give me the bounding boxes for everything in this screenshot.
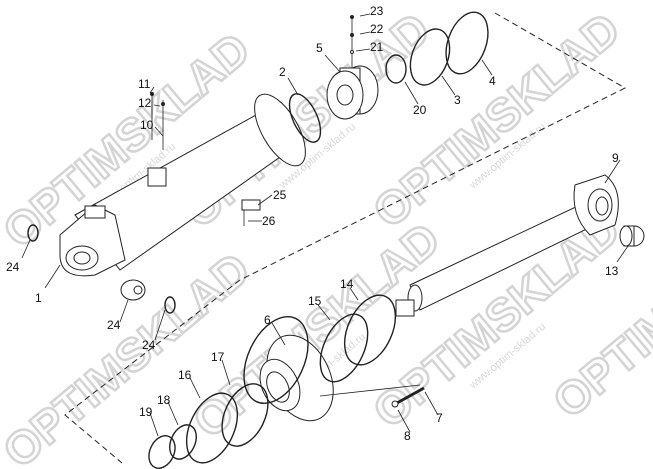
label-21: 21 — [370, 40, 384, 54]
label-14: 14 — [340, 277, 354, 291]
o-ring — [288, 93, 322, 143]
label-23: 23 — [370, 4, 384, 18]
leader-lines — [21, 13, 629, 437]
label-20: 20 — [413, 103, 427, 117]
rod-seal — [319, 313, 369, 383]
seal-ring — [169, 424, 197, 460]
bushing — [120, 279, 146, 301]
label-11: 11 — [138, 77, 151, 91]
o-ring — [343, 294, 397, 366]
label-12: 12 — [138, 96, 152, 110]
label-8: 8 — [404, 429, 411, 443]
piston-seal — [445, 11, 489, 75]
label-24b: 24 — [142, 338, 156, 352]
label-19: 19 — [139, 405, 153, 419]
retaining-ring — [148, 435, 176, 469]
wiper-seal — [185, 392, 239, 464]
gland-seal — [243, 315, 309, 405]
label-2: 2 — [279, 65, 286, 79]
label-6: 6 — [264, 313, 271, 327]
label-27: 26 — [262, 214, 276, 228]
label-13: 13 — [605, 264, 619, 278]
label-22: 22 — [370, 22, 384, 36]
snap-ring — [27, 224, 39, 242]
label-5: 5 — [316, 41, 323, 55]
cylinder-barrel — [59, 93, 306, 277]
backup-ring — [221, 383, 269, 447]
label-10: 10 — [140, 118, 154, 132]
piston-rod — [395, 174, 619, 317]
label-9: 9 — [612, 151, 619, 165]
label-7: 7 — [436, 411, 443, 425]
label-18: 18 — [157, 393, 171, 407]
label-15: 15 — [308, 294, 322, 308]
label-16: 16 — [178, 368, 192, 382]
piston — [326, 65, 379, 120]
label-25: 24 — [107, 318, 121, 332]
assembly-outline — [239, 12, 627, 281]
part-labels: 23 22 21 5 2 4 3 20 11 12 10 9 25 26 24 … — [6, 4, 619, 443]
rod-bushing — [619, 225, 645, 247]
seal-ring — [385, 54, 407, 84]
gland-head — [259, 334, 334, 422]
label-26: 25 — [273, 188, 287, 202]
label-3: 3 — [454, 93, 461, 107]
label-24: 24 — [6, 260, 20, 274]
assembly-outline-bottom — [64, 279, 241, 464]
label-1: 1 — [35, 291, 42, 305]
snap-ring — [164, 296, 176, 314]
label-4: 4 — [489, 74, 496, 88]
label-17: 17 — [211, 350, 225, 364]
